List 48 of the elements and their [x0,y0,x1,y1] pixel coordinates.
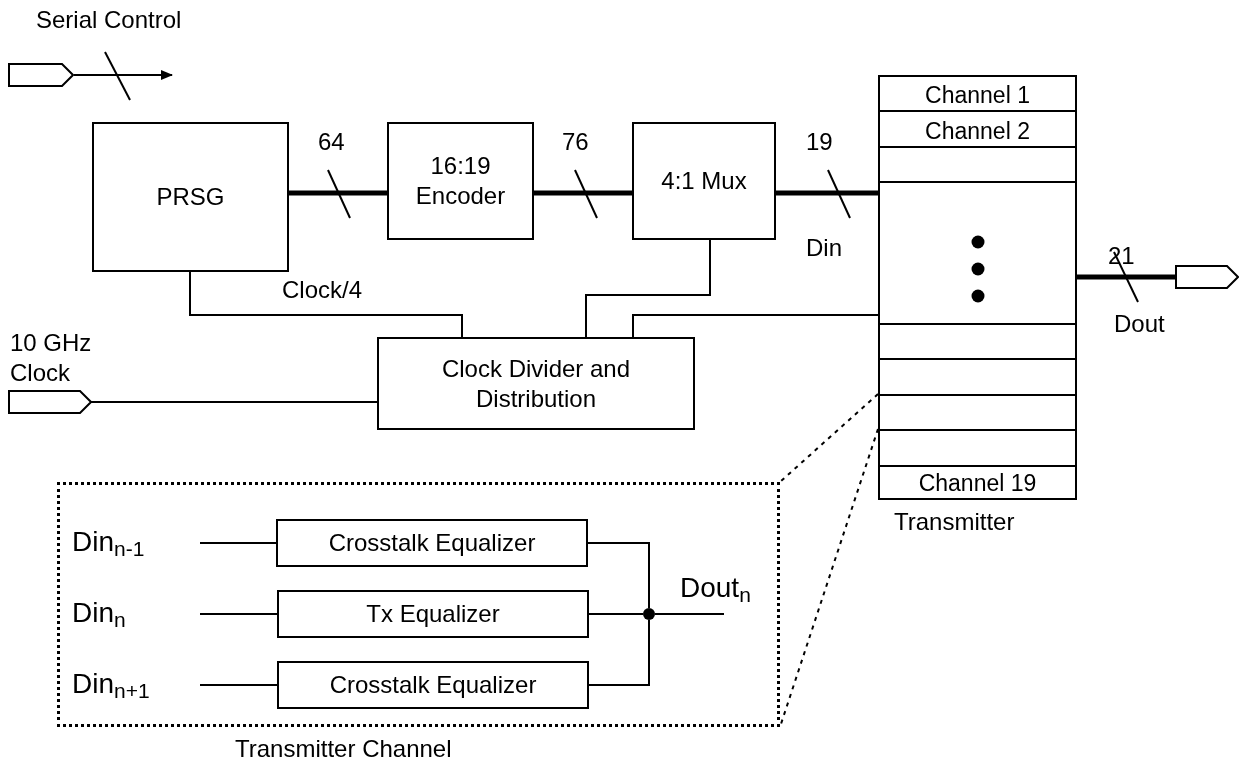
edge-label: 64 [318,130,345,154]
block-heading: Transmitter [894,510,1015,534]
bus-line [534,190,632,196]
block-label: Crosstalk Equalizer [329,670,537,700]
process-block [377,337,695,430]
dotted-leader-line [779,393,879,483]
edge-label: 76 [562,130,589,154]
bus-line [289,190,387,196]
signal-line [588,613,644,615]
block-label: Channel 1 [925,81,1030,110]
signal-line [588,619,650,686]
block-label: Tx Equalizer [366,599,500,629]
process-block [92,122,289,272]
signal-line [654,613,725,615]
process-block [387,122,534,240]
block-label: PRSG [156,182,225,212]
signal-label: Din$_{n-1}$ [72,522,200,562]
process-block [277,590,589,638]
signal-line [632,314,879,338]
edge-label: 19 [806,130,833,154]
block-label: Channel 2 [925,117,1030,146]
signal-line [199,613,278,615]
signal-label: Din$_{n}$ [72,593,200,633]
signal-label: Din$_{n+1}$ [72,664,200,704]
block-label: Channel 19 [918,469,1037,498]
block-label: Clock Divider and Distribution [440,353,632,414]
signal-line [585,239,711,338]
signal-label: Din [806,236,842,260]
edge-label: Serial Control [36,8,182,32]
bus-line [776,190,878,196]
process-block [277,661,589,709]
signal-line [73,70,173,80]
signal-line [189,271,463,338]
edge-label: Clock/4 [282,278,363,302]
block-label: 16:19 Encoder [414,151,507,211]
block-label: 4:1 Mux [661,166,747,196]
signal-label: Dout$_{n}$ [680,574,751,602]
signal-line [199,542,277,544]
port-caption: 10 GHz Clock [10,328,93,388]
process-block [276,519,588,567]
process-block [632,122,776,240]
bus-line [1077,274,1175,280]
edge-label: 21 [1108,244,1135,268]
block-label: Crosstalk Equalizer [328,528,536,558]
signal-line [587,542,650,609]
signal-label: Dout [1114,312,1165,336]
block-heading: Transmitter Channel [235,737,452,761]
signal-line [199,684,278,686]
